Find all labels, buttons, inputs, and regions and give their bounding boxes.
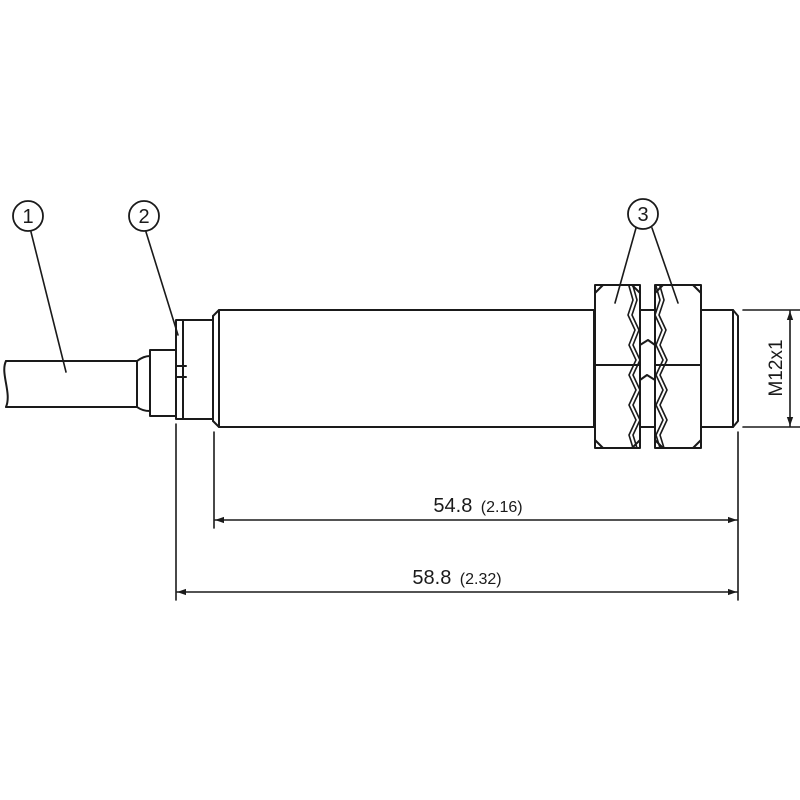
callout-circle-1 [12,200,44,232]
cable-gland [149,319,214,420]
dim-inch-body-length: (2.16) [481,499,523,516]
dim-inch-overall-length: (2.32) [460,571,502,588]
cable [3,355,151,412]
extension-lines [175,309,800,601]
sensor-housing [212,309,595,428]
callout-label-3: 3 [637,204,648,226]
thread-between-nuts [639,309,656,428]
leader-line-1 [30,231,67,373]
leader-line-2 [145,231,179,336]
nut-thread-hatch-left [627,285,641,449]
sensing-face [700,309,739,428]
leader-line-3a [614,227,637,304]
dim-text-overall-length: 58.8 (2.32) [412,567,501,589]
nut-thread-hatch-right [654,285,668,449]
dim-text-body-length: 54.8 (2.16) [433,495,522,517]
callout-label-2: 2 [138,206,149,228]
callout-label-1: 1 [22,206,33,228]
callout-circle-2 [128,200,160,232]
leader-line-3b [651,227,679,304]
dim-value-body-length: 54.8 [433,495,472,517]
dim-text-thread: M12x1 [766,339,787,396]
callout-circle-3 [627,198,659,230]
dim-value-overall-length: 58.8 [412,567,451,589]
